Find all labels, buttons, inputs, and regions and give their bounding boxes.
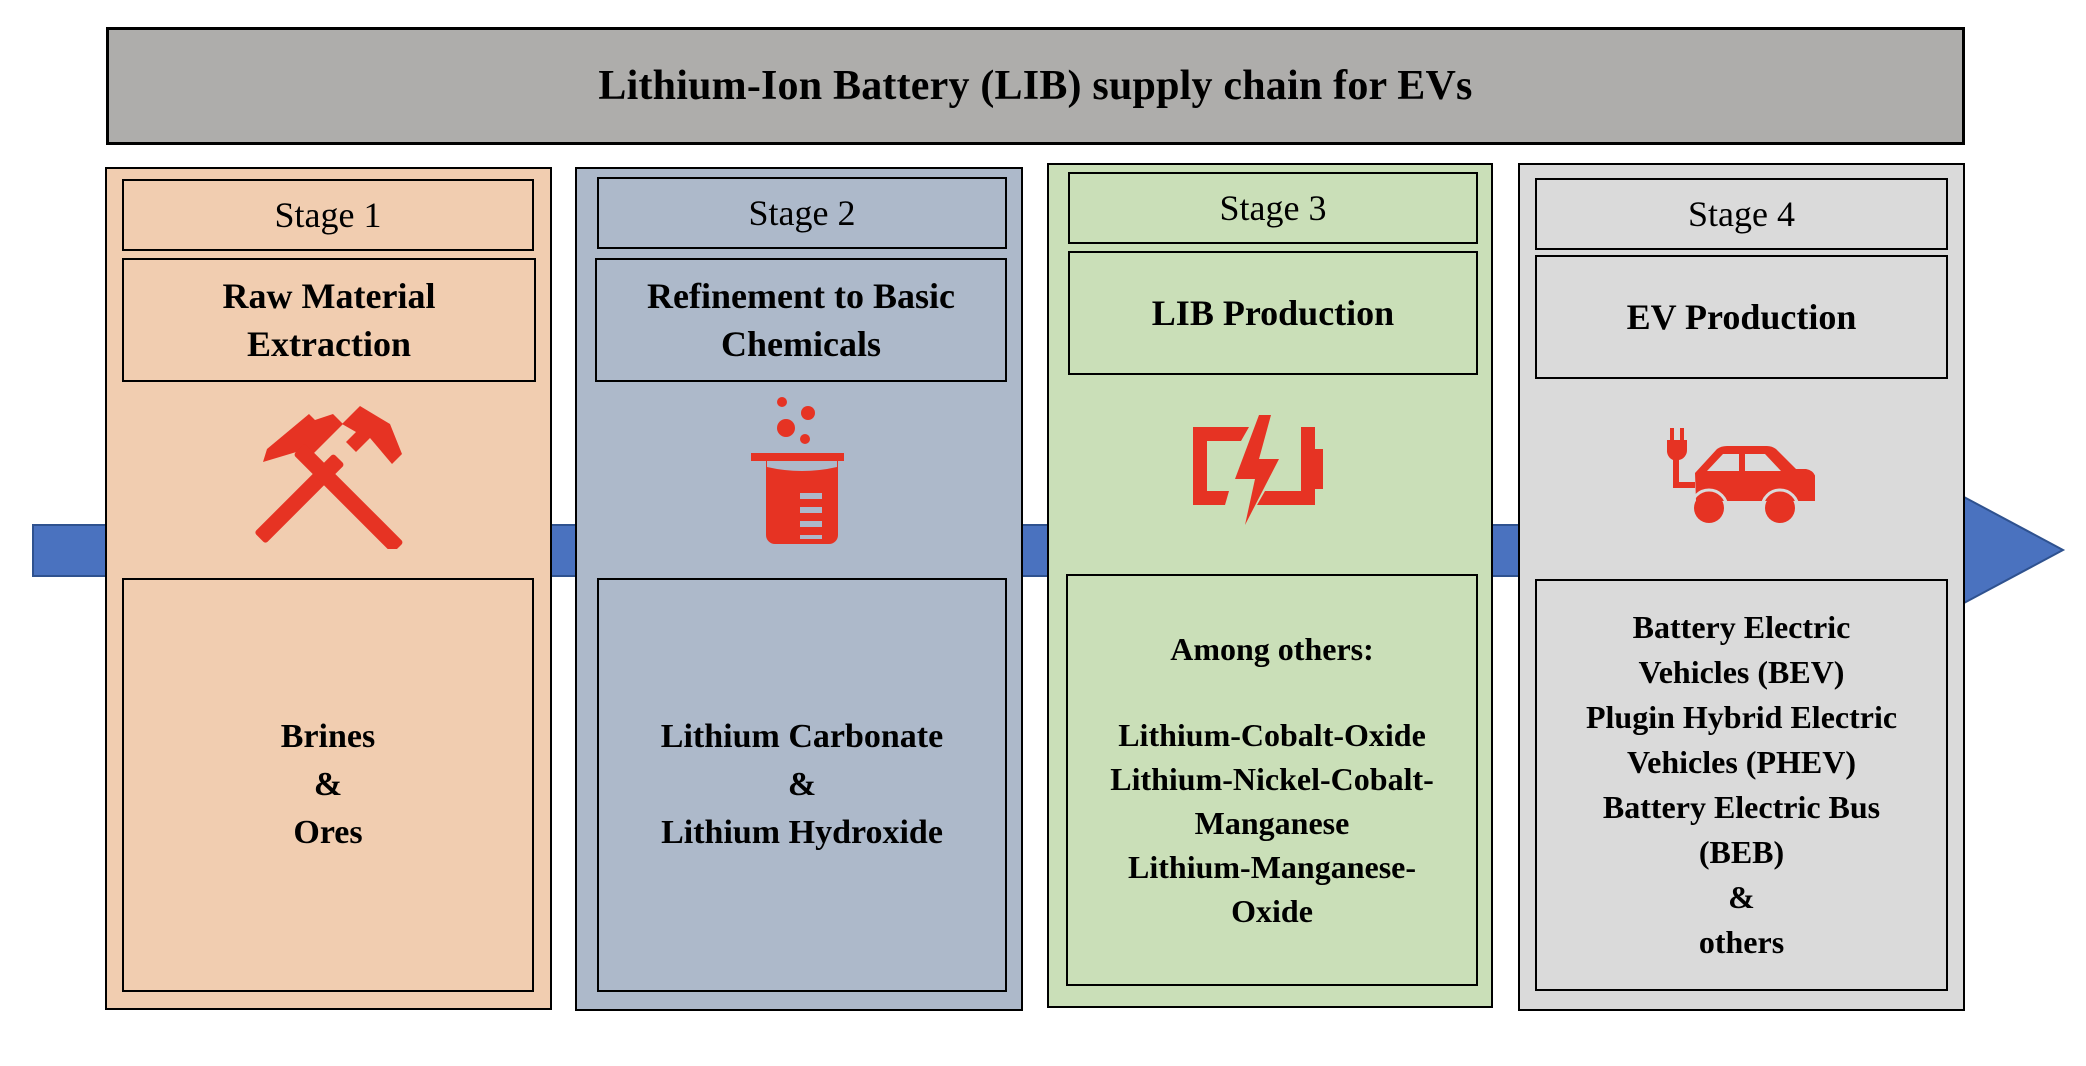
stage-4-body: Battery Electric Vehicles (BEV) Plugin H… (1535, 579, 1948, 991)
stage-3-label: Stage 3 (1068, 172, 1478, 244)
hammer-pick-icon (255, 406, 403, 549)
stage-3-body: Among others: Lithium-Cobalt-Oxide Lithi… (1066, 574, 1478, 986)
stage-3-panel: Stage 3 LIB Production Among others: Lit… (1047, 163, 1493, 1008)
electric-car-icon (1666, 428, 1815, 528)
stage-3-body-intro: Among others: (1170, 631, 1374, 667)
stage-4-label: Stage 4 (1535, 178, 1948, 250)
stage-1-body: Brines & Ores (122, 578, 534, 992)
diagram-title: Lithium-Ion Battery (LIB) supply chain f… (598, 63, 1473, 109)
stage-3-heading: LIB Production (1068, 251, 1478, 375)
stage-1-panel: Stage 1 Raw Material Extraction Brines &… (105, 167, 552, 1010)
beaker-icon (751, 397, 844, 544)
diagram-title-bar: Lithium-Ion Battery (LIB) supply chain f… (106, 27, 1965, 145)
stage-1-heading: Raw Material Extraction (122, 258, 536, 382)
stage-4-heading: EV Production (1535, 255, 1948, 379)
stage-4-panel: Stage 4 EV Production Battery Electric V… (1518, 163, 1965, 1011)
stage-2-panel: Stage 2 Refinement to Basic Chemicals Li… (575, 167, 1023, 1011)
stage-2-heading: Refinement to Basic Chemicals (595, 258, 1007, 382)
battery-charging-icon (1193, 415, 1323, 525)
stage-2-body: Lithium Carbonate & Lithium Hydroxide (597, 578, 1007, 992)
stage-1-label: Stage 1 (122, 179, 534, 251)
stage-2-label: Stage 2 (597, 177, 1007, 249)
